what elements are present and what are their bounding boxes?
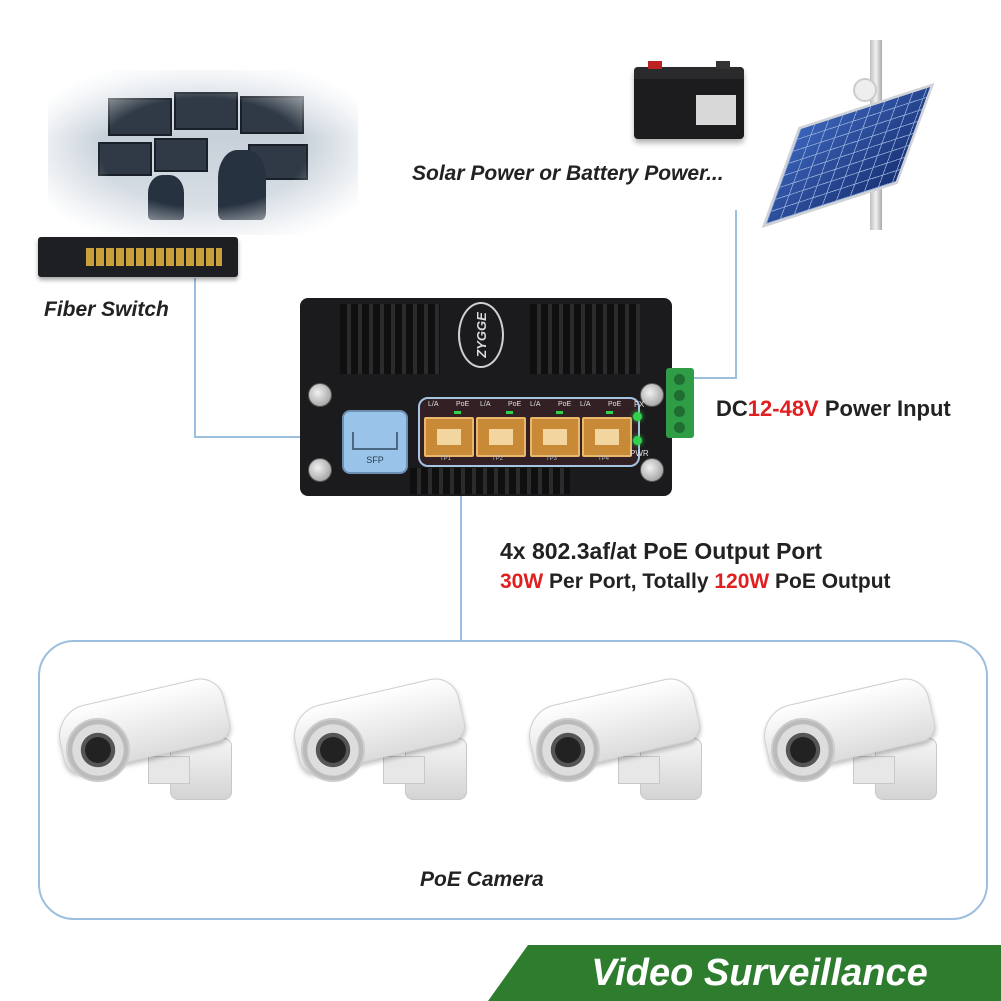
led-label: L/A: [428, 401, 439, 408]
screw-icon: [308, 458, 332, 482]
fx-led: [633, 412, 642, 421]
fx-label: FX: [634, 400, 645, 409]
poe-switch-device: ZYGGE SFP L/A PoE L/A PoE L/A PoE L/A Po…: [300, 298, 672, 496]
power-input-label: DC12-48V Power Input: [716, 396, 951, 422]
poe-output-end: PoE Output: [769, 570, 891, 593]
led-label: L/A: [530, 401, 541, 408]
led-label: L/A: [580, 401, 591, 408]
screw-icon: [640, 383, 664, 407]
led-label: PoE: [608, 401, 622, 408]
led-label: L/A: [480, 401, 491, 408]
power-input-suffix: Power Input: [818, 396, 951, 421]
fiber-switch-image: [38, 237, 238, 277]
sfp-label: SFP: [366, 455, 384, 465]
led-label: PoE: [508, 401, 522, 408]
fiber-switch-label: Fiber Switch: [44, 298, 169, 321]
dome-camera-icon: [853, 78, 877, 102]
power-input-range: 12-48V: [747, 396, 819, 421]
port-label: TP3: [546, 456, 558, 462]
poe-output-title: 4x 802.3af/at PoE Output Port: [500, 538, 823, 564]
power-terminal-block: [666, 368, 694, 438]
control-room-image: [48, 70, 358, 235]
sfp-port: SFP: [342, 410, 408, 474]
poe-camera-image: [287, 673, 497, 812]
pwr-led: [633, 436, 642, 445]
poe-camera-label: PoE Camera: [420, 868, 544, 891]
pwr-label: PWR: [630, 449, 649, 458]
poe-output-detail: 30W Per Port, Totally 120W PoE Output: [500, 570, 891, 594]
banner-title: Video Surveillance: [591, 951, 928, 994]
rj45-port: [582, 417, 632, 457]
video-surveillance-banner: Video Surveillance: [488, 945, 1001, 1001]
port-label: TP1: [440, 456, 452, 462]
screw-icon: [308, 383, 332, 407]
poe-camera-image: [757, 673, 967, 812]
camera-group-frame: [38, 640, 988, 920]
port-label: TP4: [598, 456, 610, 462]
rj45-port-panel: L/A PoE L/A PoE L/A PoE L/A PoE TP1 TP2 …: [418, 397, 640, 467]
rj45-port: [424, 417, 474, 457]
poe-camera-image: [522, 673, 732, 812]
rj45-port: [476, 417, 526, 457]
led-label: PoE: [558, 401, 572, 408]
power-link-line: [694, 210, 737, 379]
power-source-label: Solar Power or Battery Power...: [412, 162, 724, 185]
rj45-port: [530, 417, 580, 457]
poe-camera-image: [52, 673, 262, 812]
led-label: PoE: [456, 401, 470, 408]
poe-output-mid: Per Port, Totally: [543, 570, 715, 593]
fiber-link-line: [194, 278, 342, 438]
total-watt: 120W: [714, 570, 770, 593]
battery-image: [634, 61, 744, 139]
screw-icon: [640, 458, 664, 482]
power-input-prefix: DC: [716, 396, 748, 421]
brand-logo: ZYGGE: [458, 302, 504, 368]
per-port-watt: 30W: [500, 570, 544, 593]
port-label: TP2: [492, 456, 504, 462]
